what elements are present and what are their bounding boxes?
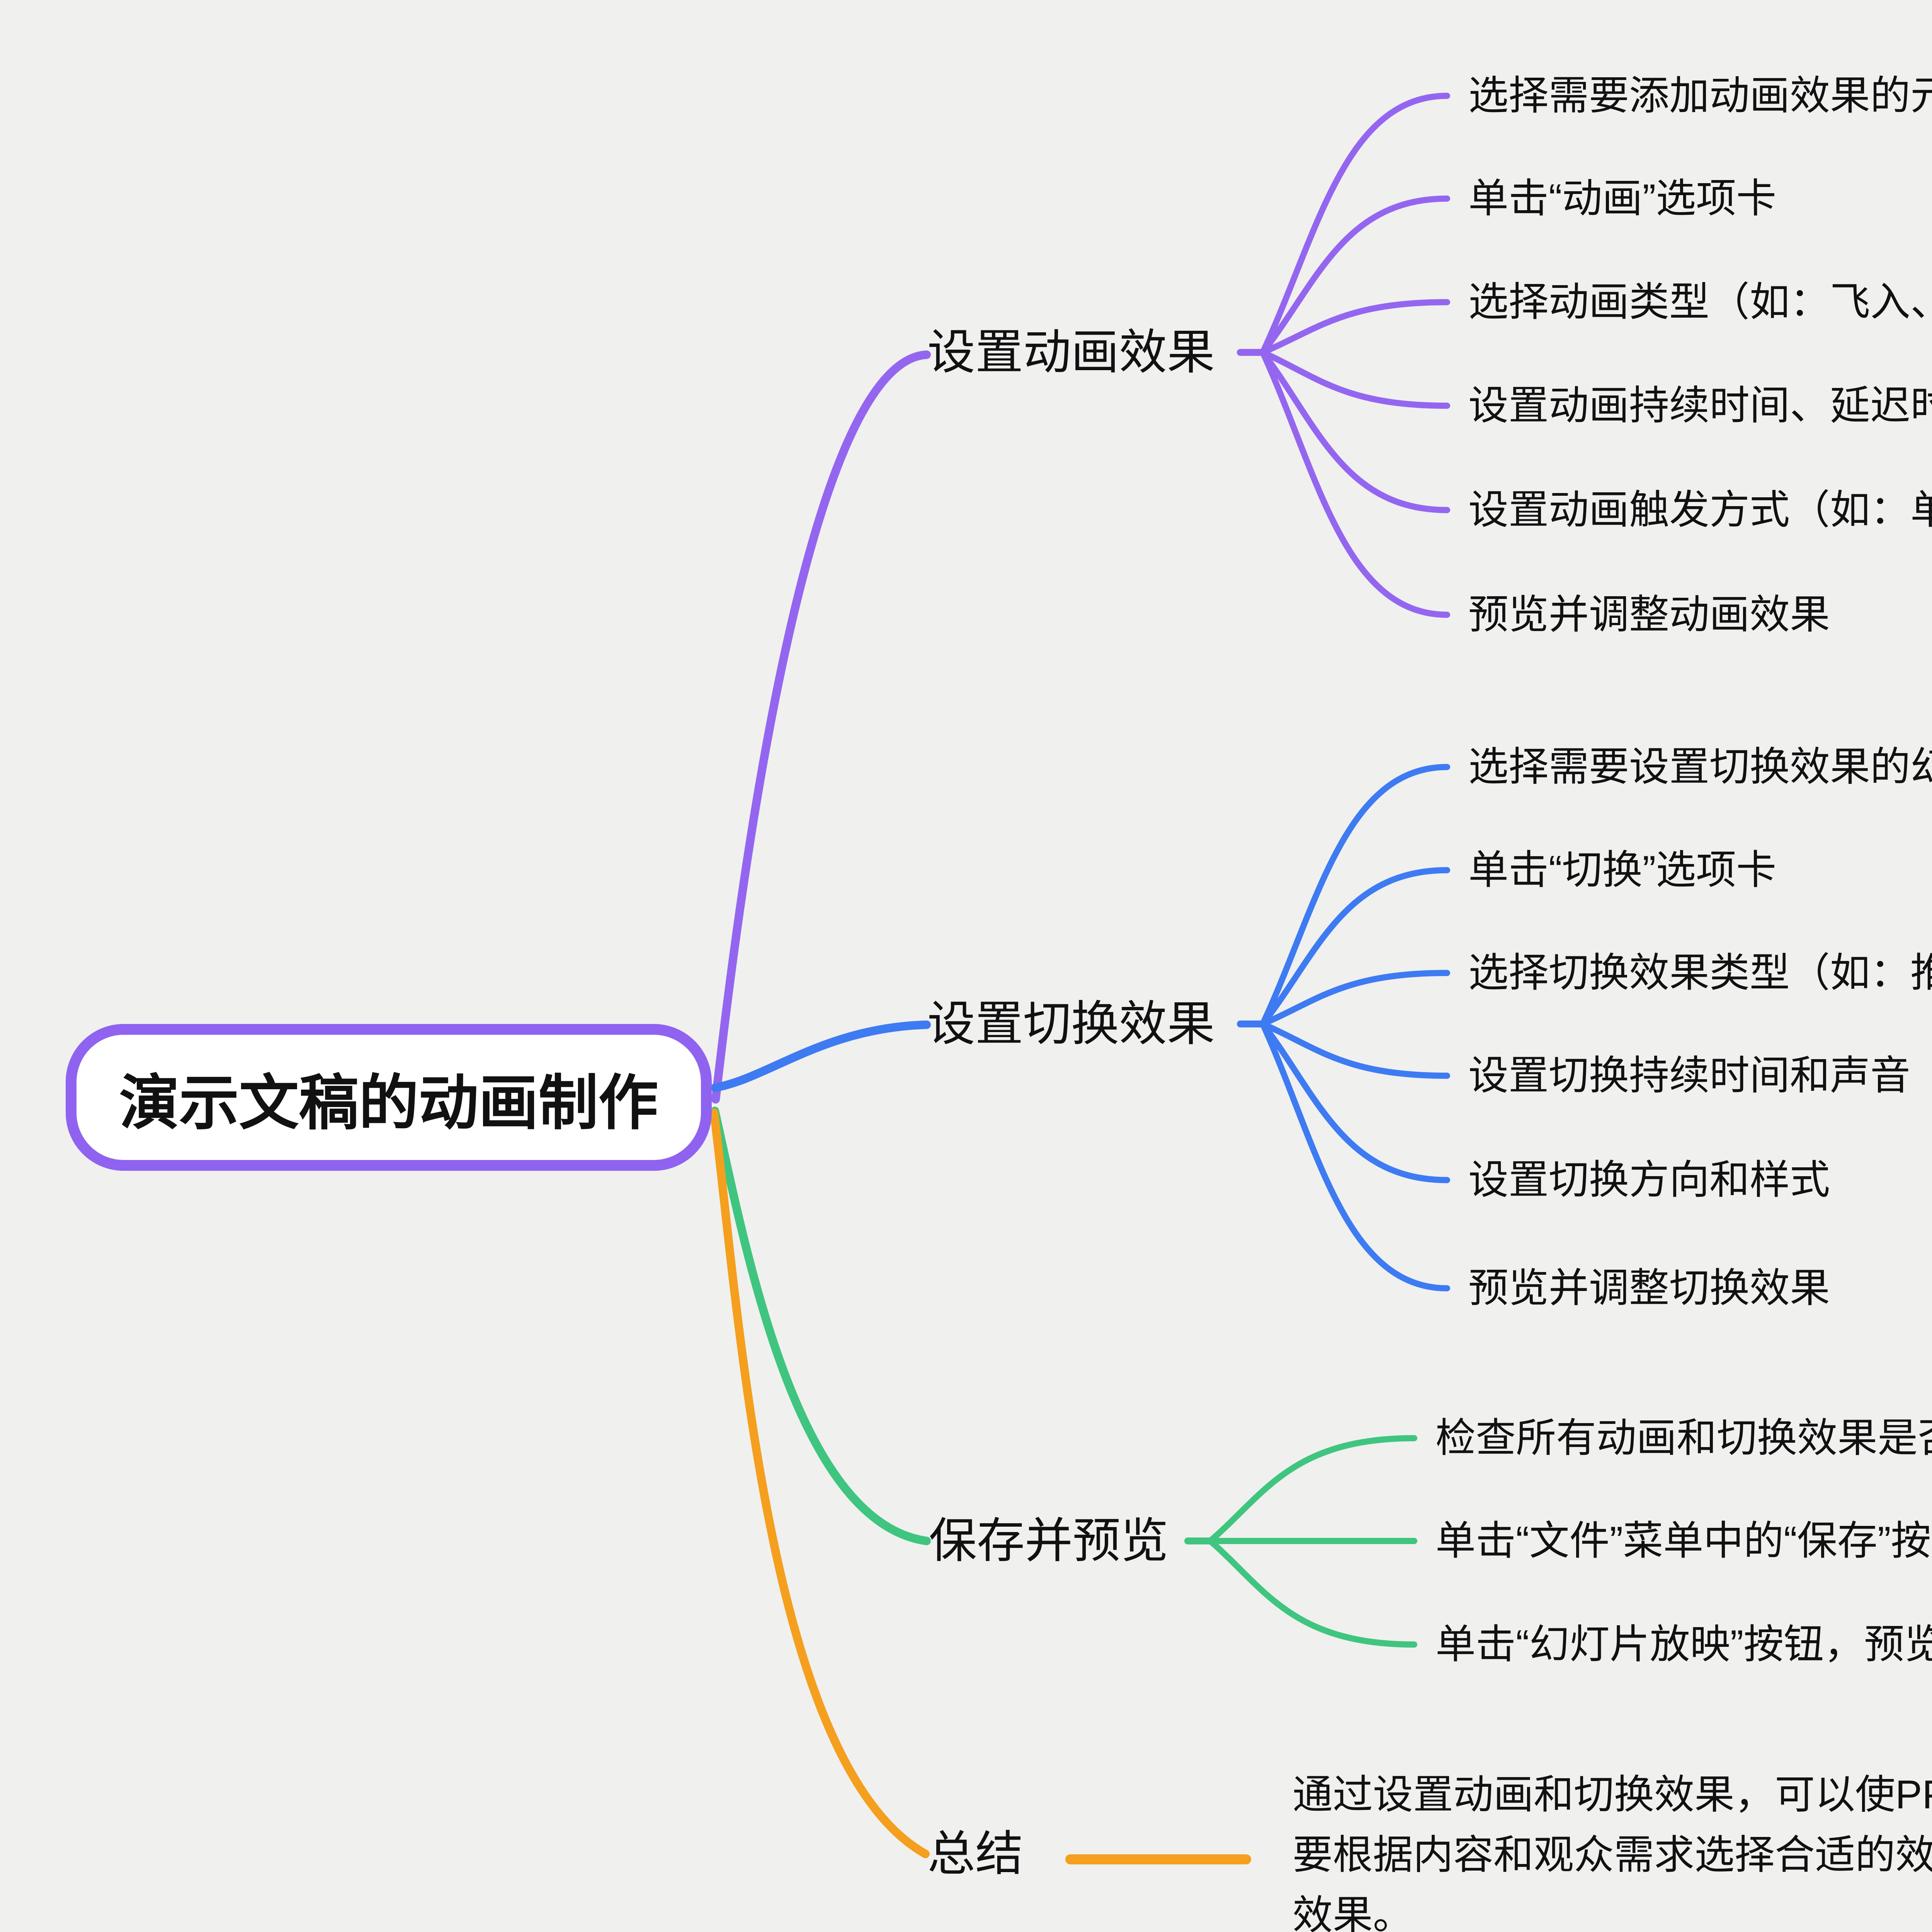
summary-text-block[interactable]: 通过设置动画和切换效果，可以使PPT更具吸引力和互动性。在设置过程中，需 要根据… bbox=[1293, 1765, 1932, 1932]
child-item[interactable]: 检查所有动画和切换效果是否设置正确 bbox=[1435, 1416, 1932, 1461]
child-item[interactable]: 选择切换效果类型（如：推入、擦除、溶解等） bbox=[1468, 951, 1932, 995]
summary-line: 效果。 bbox=[1293, 1893, 1413, 1932]
child-item[interactable]: 单击“切换”选项卡 bbox=[1468, 848, 1777, 893]
branch-label-animation[interactable]: 设置动画效果 bbox=[927, 326, 1215, 379]
child-item[interactable]: 选择需要设置切换效果的幻灯片 bbox=[1468, 745, 1932, 789]
child-item[interactable]: 单击“文件”菜单中的“保存”按钮 bbox=[1435, 1519, 1932, 1563]
child-item[interactable]: 单击“动画”选项卡 bbox=[1468, 176, 1777, 221]
child-item[interactable]: 设置切换持续时间和声音 bbox=[1468, 1053, 1911, 1098]
root-node[interactable]: 演示文稿的动画制作 bbox=[66, 1024, 712, 1171]
summary-line: 通过设置动画和切换效果，可以使PPT更具吸引力和互动性。在设置过程中，需 bbox=[1293, 1772, 1932, 1817]
child-item[interactable]: 选择需要添加动画效果的元素 bbox=[1468, 73, 1932, 118]
summary-line: 要根据内容和观众需求选择合适的效果，并仔细调整效果参数，以达到最佳展示 bbox=[1293, 1833, 1932, 1878]
child-item[interactable]: 选择动画类型（如：飞入、擦除、淡入淡出等） bbox=[1468, 280, 1932, 325]
child-item[interactable]: 预览并调整切换效果 bbox=[1468, 1266, 1830, 1311]
branch-label-summary[interactable]: 总结 bbox=[927, 1827, 1024, 1881]
child-item[interactable]: 设置动画触发方式（如：单击时、之前、之后等） bbox=[1468, 488, 1932, 532]
root-node-label: 演示文稿的动画制作 bbox=[119, 1069, 658, 1136]
branch-label-transition[interactable]: 设置切换效果 bbox=[927, 997, 1215, 1051]
child-item[interactable]: 预览并调整动画效果 bbox=[1468, 592, 1830, 637]
child-item[interactable]: 设置切换方向和样式 bbox=[1468, 1158, 1830, 1202]
child-item[interactable]: 设置动画持续时间、延迟时间和速度 bbox=[1468, 383, 1932, 428]
branch-label-save-preview[interactable]: 保存并预览 bbox=[929, 1514, 1169, 1568]
child-item[interactable]: 单击“幻灯片放映”按钮，预览PPT效果 bbox=[1435, 1622, 1932, 1667]
